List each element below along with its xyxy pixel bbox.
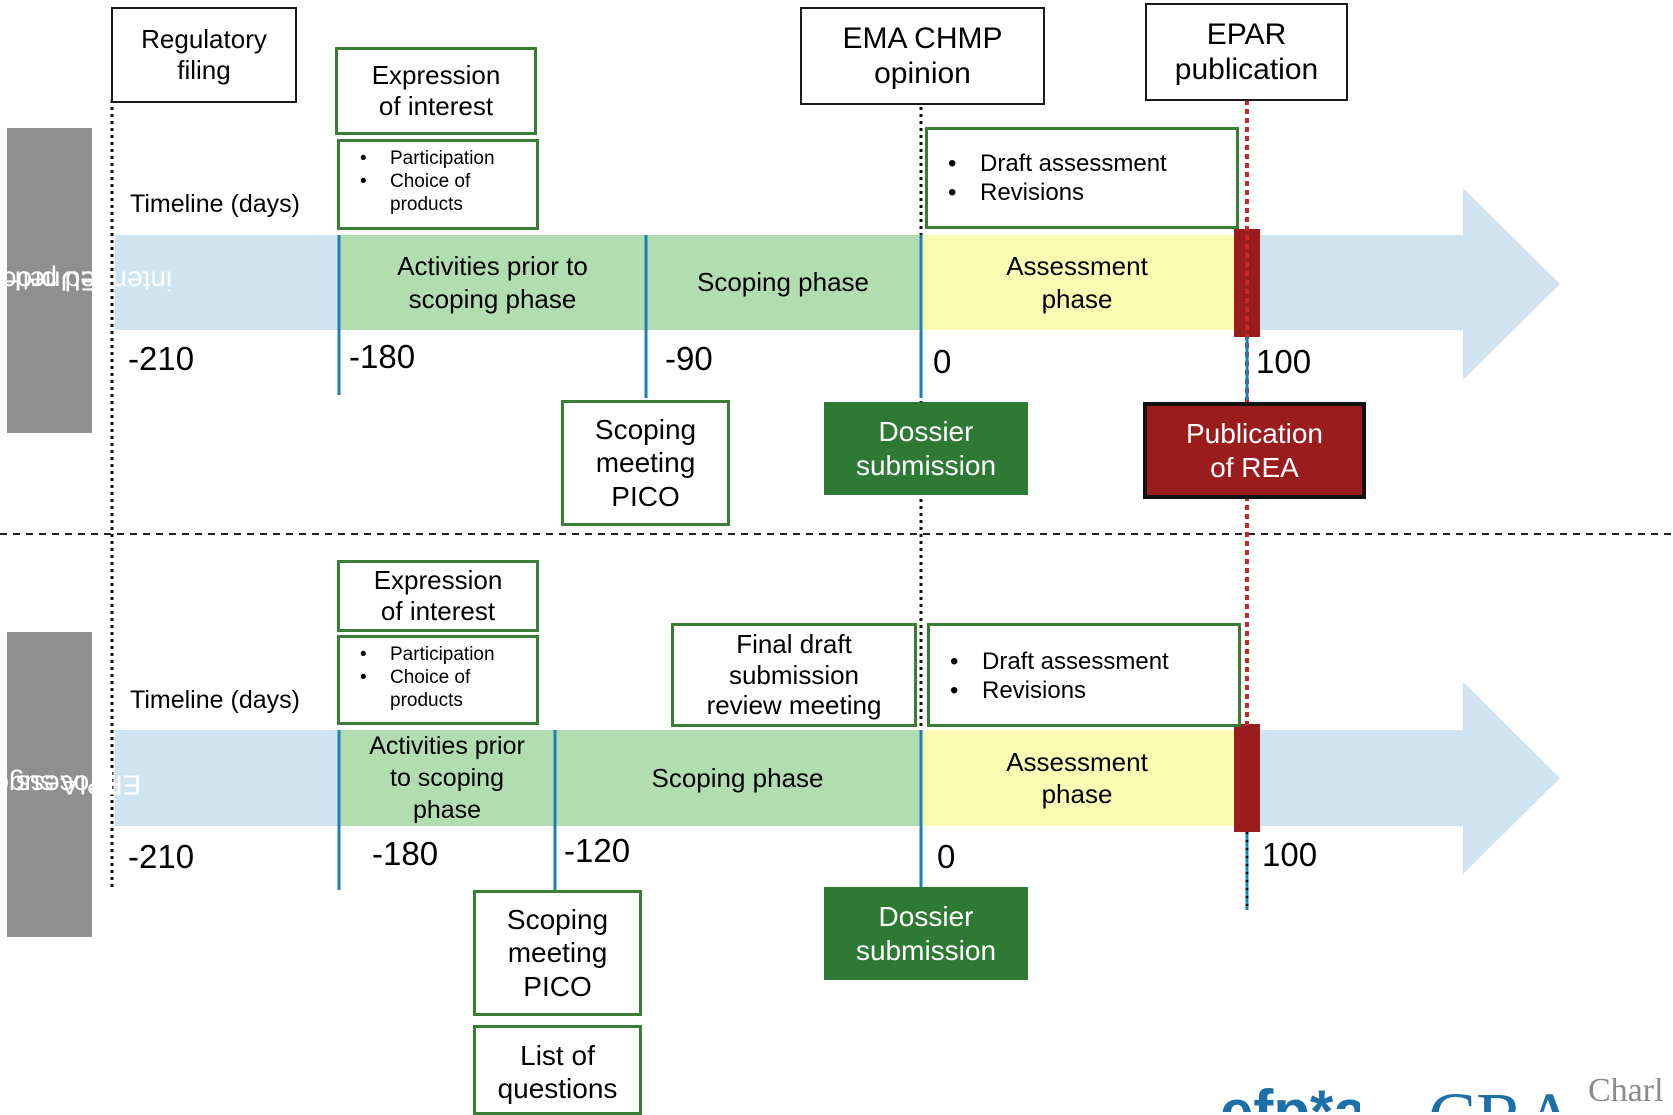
cra-logo-text: CRA <box>1428 1082 1576 1112</box>
bottom-tick-label: -120 <box>564 832 631 869</box>
bottom-assessment-phase-fill <box>920 730 1234 826</box>
phase-line: phase <box>412 796 482 824</box>
bullet-item: Revisions <box>944 677 1228 706</box>
box-line: meeting <box>507 937 608 969</box>
bullet-item: Draft assessment <box>944 648 1228 677</box>
phase-line: Activities prior <box>369 732 525 760</box>
side-label-line: process <box>16 769 115 801</box>
box-line: questions <box>497 1073 618 1105</box>
publication-of-rea-box: Publication of REA <box>1143 402 1366 499</box>
bottom-tick-label: -210 <box>128 838 195 875</box>
top-tick-label: 100 <box>1256 343 1312 380</box>
bottom-scoping-phase-label: Scoping phase <box>555 730 920 826</box>
top-tick-label: -90 <box>665 340 713 377</box>
box-line: opinion <box>874 57 971 90</box>
top-prior-phase-fill <box>339 235 646 330</box>
box-line: Dossier <box>878 416 974 448</box>
bullet-item: Participation <box>354 644 526 667</box>
bottom-tick-label: 0 <box>937 838 956 875</box>
regulatory-filing-box: Regulatory filing <box>111 7 297 103</box>
bullet-item: Draft assessment <box>942 150 1226 179</box>
bottom-draft-assessment-bullets: Draft assessment Revisions <box>927 623 1241 727</box>
top-scoping-meeting-box: Scoping meeting PICO <box>561 400 730 526</box>
top-expression-of-interest-box: Expression of interest <box>335 47 537 135</box>
phase-line: phase <box>1041 779 1113 809</box>
top-participation-bullets: Participation Choice of products <box>337 139 539 230</box>
final-draft-review-box: Final draft submission review meeting <box>671 623 917 727</box>
bottom-dossier-submission-box: Dossier submission <box>824 887 1028 980</box>
box-line: submission <box>855 449 997 481</box>
box-line: List of <box>520 1040 595 1071</box>
box-line: of interest <box>378 91 494 121</box>
bottom-prior-phase-label: Activities prior to scoping phase <box>339 730 555 826</box>
efpia-logo-text: efp*a <box>1220 1078 1360 1113</box>
bottom-scoping-phase-fill <box>555 730 920 826</box>
box-line: Final draft <box>736 628 852 659</box>
ema-chmp-opinion-box: EMA CHMP opinion <box>800 7 1045 105</box>
box-line: Expression <box>371 60 501 91</box>
top-scoping-phase-label: Scoping phase <box>646 235 920 330</box>
phase-line: Assessment <box>1006 746 1148 777</box>
box-line: meeting <box>595 447 696 479</box>
bullet-item: Revisions <box>942 179 1226 208</box>
efpia-logo: efp*a <box>1220 1078 1360 1113</box>
side-label-line: intended process <box>0 265 173 297</box>
top-dossier-submission-box: Dossier submission <box>824 402 1028 495</box>
box-line: of REA <box>1210 451 1299 483</box>
top-scoping-phase-fill <box>646 235 920 330</box>
box-line: publication <box>1174 53 1319 86</box>
side-label-efpia: EFPIA suggestedprocess <box>0 632 142 937</box>
phase-line: phase <box>1041 283 1113 314</box>
box-line: PICO <box>611 480 680 512</box>
bottom-scoping-meeting-box: Scoping meeting PICO <box>473 890 642 1016</box>
top-draft-assessment-bullets: Draft assessment Revisions <box>925 127 1239 229</box>
side-label-eunethta: EUnetHTAintended process <box>0 128 172 433</box>
bottom-rea-marker <box>1234 724 1260 832</box>
top-tick-label: 0 <box>933 343 952 380</box>
top-tick-label: -210 <box>128 340 195 377</box>
bottom-expression-of-interest-box: Expression of interest <box>337 560 539 632</box>
top-assessment-phase-fill <box>920 235 1234 330</box>
box-line: Publication <box>1186 418 1323 450</box>
epar-publication-box: EPAR publication <box>1145 3 1348 101</box>
bullet-item: Choice of products <box>354 667 526 713</box>
bottom-participation-bullets: Participation Choice of products <box>337 635 539 725</box>
box-line: Dossier <box>878 901 974 933</box>
bottom-tick-label: -180 <box>372 835 439 872</box>
box-line: filing <box>177 55 231 85</box>
box-line: Regulatory <box>141 24 267 55</box>
phase-line: Scoping phase <box>651 762 824 793</box>
top-assessment-phase-label: Assessment phase <box>920 235 1234 330</box>
box-line: EPAR <box>1206 17 1287 51</box>
cra-logo: CRA Charl <box>1428 1078 1673 1112</box>
box-line: PICO <box>523 970 592 1002</box>
bottom-prior-phase-fill <box>339 730 555 826</box>
box-line: submission <box>855 934 997 966</box>
phase-line: Assessment <box>1006 251 1148 281</box>
top-tick-label: -180 <box>349 338 416 375</box>
box-line: EMA CHMP <box>842 21 1003 55</box>
phase-line: Activities prior to <box>397 251 588 281</box>
bullet-item: Participation <box>354 148 526 171</box>
box-line: of interest <box>380 596 496 626</box>
bottom-tick-label: 100 <box>1262 836 1318 873</box>
box-line: review meeting <box>706 690 882 721</box>
phase-line: Scoping phase <box>696 267 870 298</box>
list-of-questions-box: List of questions <box>473 1025 642 1115</box>
bottom-timeline-label: Timeline (days) <box>130 686 300 714</box>
box-line: Scoping <box>594 414 697 446</box>
bottom-assessment-phase-label: Assessment phase <box>920 730 1234 826</box>
box-line: Expression <box>373 565 503 596</box>
bullet-item: Choice of products <box>354 171 526 217</box>
cra-logo-word: Charl <box>1588 1078 1664 1109</box>
box-line: Scoping <box>506 904 609 936</box>
top-timeline-label: Timeline (days) <box>130 190 300 218</box>
top-prior-phase-label: Activities prior to scoping phase <box>339 235 646 330</box>
box-line: submission <box>728 659 860 690</box>
phase-line: scoping phase <box>408 283 577 314</box>
phase-line: to scoping <box>390 764 504 792</box>
